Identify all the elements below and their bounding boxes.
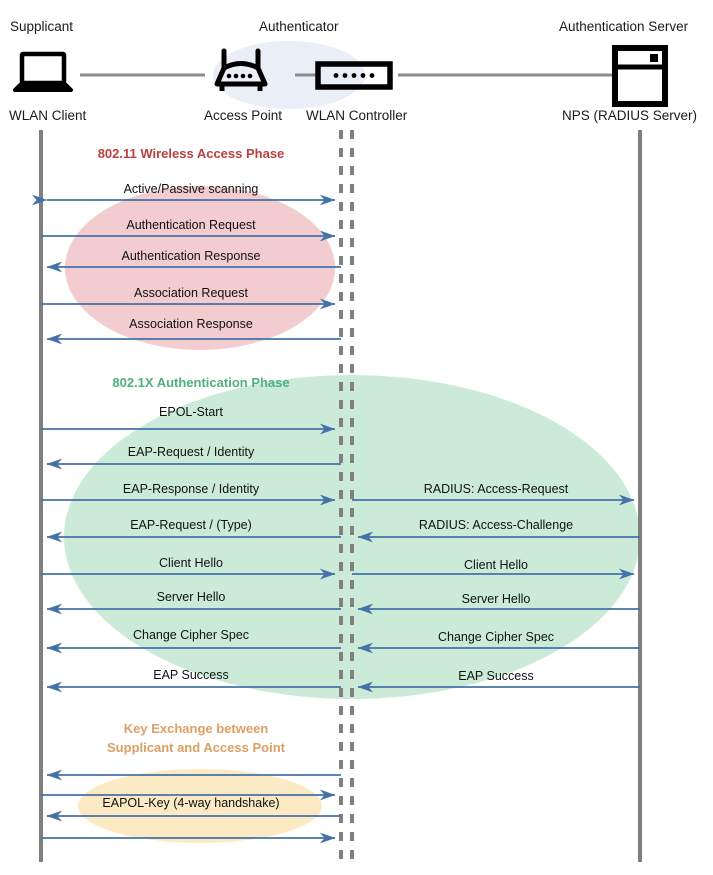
role-label-authenticator: Authenticator xyxy=(259,19,339,34)
message-label: EAP-Request / (Type) xyxy=(130,518,252,532)
phase-ellipse-dot1x xyxy=(64,375,640,699)
server-icon xyxy=(612,45,668,107)
device-label-wlan-client: WLAN Client xyxy=(9,108,87,123)
phase-title-key-exchange-line2: Supplicant and Access Point xyxy=(107,740,285,755)
message-label: EAP Success xyxy=(458,669,534,683)
role-label-supplicant: Supplicant xyxy=(10,19,74,34)
role-label-auth-server: Authentication Server xyxy=(559,19,689,34)
message-label: Client Hello xyxy=(159,556,223,570)
message-label: Server Hello xyxy=(156,590,226,604)
message-label: EAP-Request / Identity xyxy=(127,445,255,459)
message-label: Association Response xyxy=(129,317,253,331)
access-point-icon xyxy=(214,48,268,91)
message-label: Association Request xyxy=(134,286,248,300)
message-label: EAP-Response / Identity xyxy=(122,482,260,496)
wlan-controller-icon xyxy=(315,61,393,90)
message-label: Server Hello xyxy=(461,592,531,606)
message-label: RADIUS: Access-Challenge xyxy=(418,518,574,532)
message-label: Change Cipher Spec xyxy=(437,630,555,644)
phase-ellipse-key-exchange xyxy=(78,769,322,843)
device-label-access-point: Access Point xyxy=(204,108,283,123)
message-label: EAPOL-Key (4-way handshake) xyxy=(102,796,280,810)
authenticator-highlight-ellipse xyxy=(213,41,365,109)
phase-title-dot1x: 802.1X Authentication Phase xyxy=(112,375,290,390)
message-label: Client Hello xyxy=(464,558,528,572)
message-label: RADIUS: Access-Request xyxy=(423,482,569,496)
message-label: EAP Success xyxy=(153,668,229,682)
message-label: Authentication Request xyxy=(126,218,256,232)
message-label: Active/Passive scanning xyxy=(123,182,259,196)
device-label-nps-radius: NPS (RADIUS Server) xyxy=(562,108,698,123)
phase-ellipse-wireless-access xyxy=(65,186,335,350)
message-label: EPOL-Start xyxy=(159,405,223,419)
message-label: Change Cipher Spec xyxy=(132,628,250,642)
message-label: Authentication Response xyxy=(121,249,261,263)
laptop-icon xyxy=(13,51,73,92)
phase-title-wireless-access: 802.11 Wireless Access Phase xyxy=(97,146,285,161)
phase-title-key-exchange-line1: Key Exchange between xyxy=(123,721,269,736)
device-label-wlan-controller: WLAN Controller xyxy=(306,108,408,123)
